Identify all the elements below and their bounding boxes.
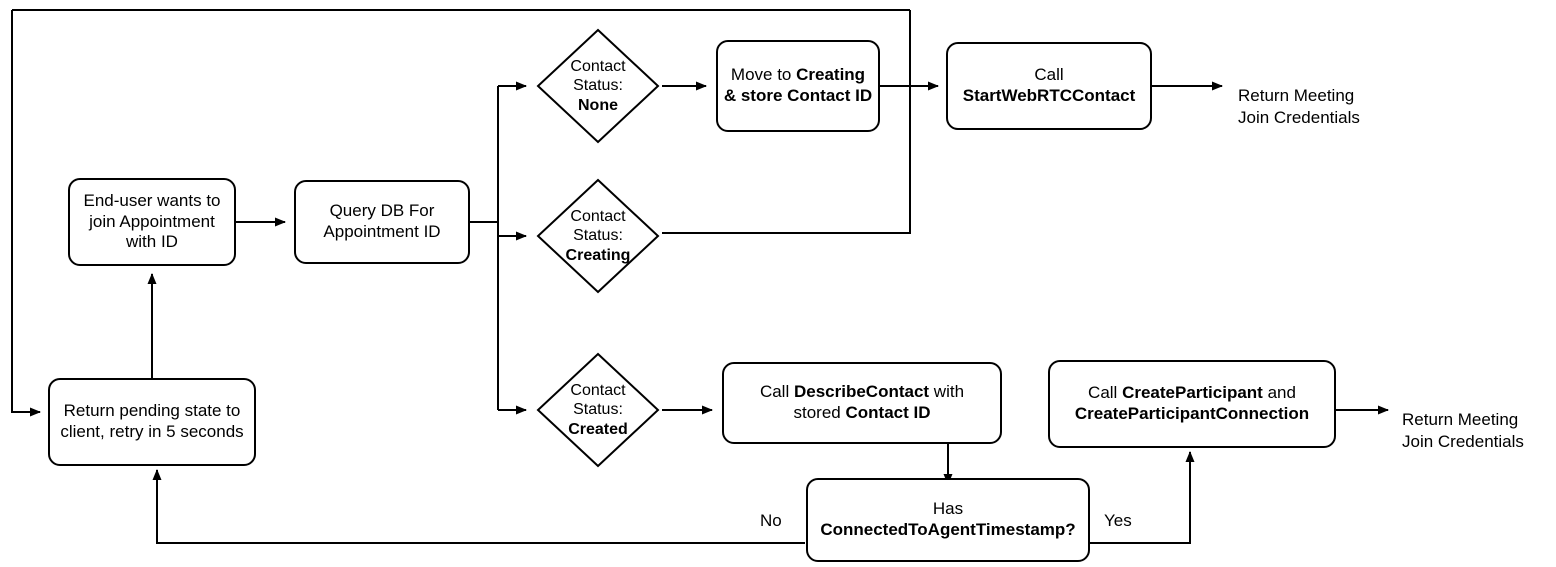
node-describe-contact-label: Call DescribeContact with stored Contact … bbox=[760, 382, 964, 423]
edge-yes-to-createparticipant bbox=[1090, 451, 1195, 544]
node-return-pending-label: Return pending state to client, retry in… bbox=[60, 401, 244, 441]
status-none-line2: Status: bbox=[573, 77, 623, 95]
node-status-none[interactable]: Contact Status: None bbox=[536, 28, 660, 144]
status-created-line1: Contact bbox=[570, 381, 626, 399]
node-move-to-creating[interactable]: Move to Creating & store Contact ID bbox=[716, 40, 880, 132]
status-creating-line2: Status: bbox=[573, 227, 623, 245]
edge-label-no-text: No bbox=[760, 511, 782, 530]
createp-seg1: Call bbox=[1088, 383, 1123, 403]
diamond-shape-creating bbox=[536, 178, 660, 294]
createp-seg2: CreateParticipant bbox=[1122, 383, 1263, 403]
move-seg4: Contact ID bbox=[787, 86, 873, 105]
node-status-created[interactable]: Contact Status: Created bbox=[536, 352, 660, 468]
hasts-seg1: Has bbox=[932, 499, 964, 519]
webrtc-seg1: Call bbox=[1034, 65, 1064, 85]
edge-loop-to-return-pending bbox=[11, 10, 41, 417]
webrtc-seg2: StartWebRTCContact bbox=[962, 86, 1136, 105]
node-query-db-label: Query DB For Appointment ID bbox=[323, 201, 441, 241]
edge-label-yes: Yes bbox=[1104, 511, 1132, 531]
createp-seg3: and bbox=[1262, 383, 1296, 403]
diamond-shape-created bbox=[536, 352, 660, 468]
edge-no-to-returnpending bbox=[152, 469, 805, 544]
move-seg3: & store bbox=[723, 86, 788, 105]
status-creating-line1: Contact bbox=[570, 207, 626, 225]
describe-seg1: Call bbox=[759, 382, 794, 402]
describe-seg5: Contact ID bbox=[845, 403, 931, 422]
node-status-creating[interactable]: Contact Status: Creating bbox=[536, 178, 660, 294]
return-meeting-bottom-text: Return Meeting Join Credentials bbox=[1402, 410, 1524, 451]
diamond-shape-none bbox=[536, 28, 660, 144]
return-meeting-top-text: Return Meeting Join Credentials bbox=[1238, 86, 1360, 127]
node-return-pending[interactable]: Return pending state to client, retry in… bbox=[48, 378, 256, 466]
move-seg1: Move to bbox=[730, 65, 797, 85]
node-status-creating-label: Contact Status: Creating bbox=[536, 178, 660, 294]
status-none-line3: None bbox=[577, 96, 618, 114]
edge-label-yes-text: Yes bbox=[1104, 511, 1132, 530]
describe-seg4: stored bbox=[793, 403, 846, 422]
status-none-line1: Contact bbox=[570, 57, 626, 75]
node-move-to-creating-label: Move to Creating & store Contact ID bbox=[724, 65, 872, 106]
edge-creating-to-loop bbox=[662, 10, 911, 234]
node-status-none-label: Contact Status: None bbox=[536, 28, 660, 144]
status-created-line3: Created bbox=[568, 420, 628, 438]
node-status-created-label: Contact Status: Created bbox=[536, 352, 660, 468]
hasts-seg2: ConnectedToAgentTimestamp? bbox=[820, 520, 1076, 539]
node-end-user-label: End-user wants to join Appointment with … bbox=[83, 190, 221, 252]
label-return-meeting-bottom: Return Meeting Join Credentials bbox=[1402, 388, 1556, 452]
node-describe-contact[interactable]: Call DescribeContact with stored Contact … bbox=[722, 362, 1002, 444]
node-query-db[interactable]: Query DB For Appointment ID bbox=[294, 180, 470, 264]
createp-seg4: CreateParticipantConnection bbox=[1074, 404, 1310, 423]
node-end-user[interactable]: End-user wants to join Appointment with … bbox=[68, 178, 236, 266]
status-creating-line3: Creating bbox=[565, 246, 631, 264]
status-created-line2: Status: bbox=[573, 401, 623, 419]
describe-seg3: with bbox=[929, 382, 965, 402]
edge-label-no: No bbox=[760, 511, 782, 531]
move-seg2: Creating bbox=[796, 65, 866, 85]
describe-seg2: DescribeContact bbox=[793, 382, 930, 402]
label-return-meeting-top: Return Meeting Join Credentials bbox=[1238, 64, 1418, 128]
